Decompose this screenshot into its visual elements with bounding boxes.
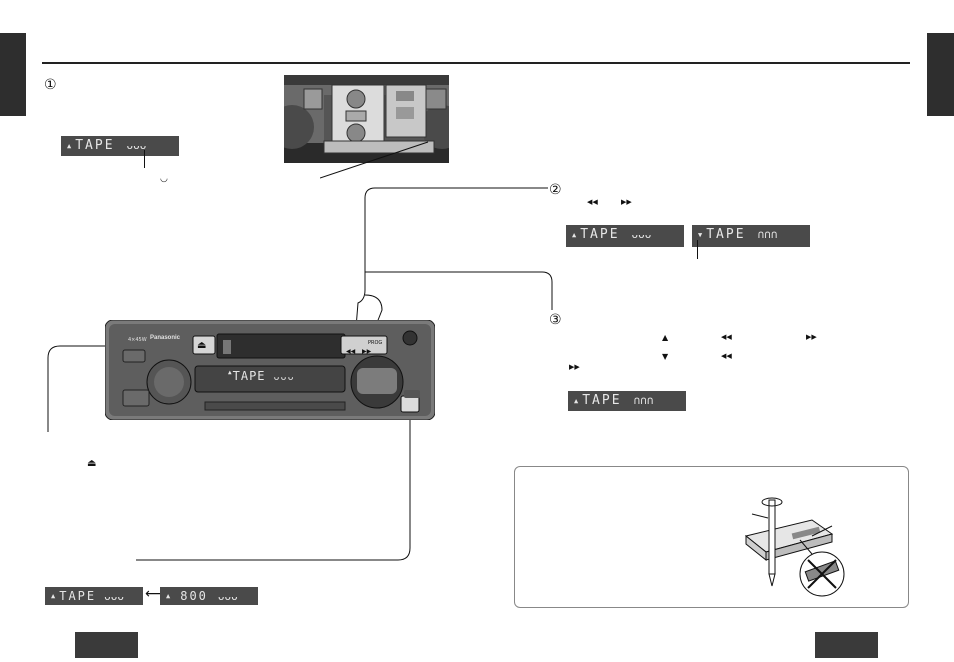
- lcd-word: 800: [180, 589, 208, 603]
- forward-direction-icon: ᴗᴗᴗ: [217, 590, 238, 603]
- lcd-word: TAPE: [580, 227, 620, 242]
- lcd-step2-forward: ▲TAPE ᴗᴗᴗ: [566, 225, 684, 247]
- lcd-word: TAPE: [582, 393, 622, 408]
- lcd-word: TAPE: [75, 138, 115, 153]
- lcd-word: TAPE: [59, 589, 97, 603]
- right-side-tab: [927, 33, 954, 116]
- fast-forward-icon: ▶▶: [569, 363, 580, 371]
- car-stereo-unit: [104, 319, 436, 421]
- reverse-direction-icon: ∩∩∩: [757, 228, 778, 241]
- page-number-box-right: [815, 632, 878, 658]
- power-rating-label: 4×45W: [128, 337, 147, 343]
- note-box: [514, 466, 909, 608]
- fast-forward-icon: ▶▶: [621, 198, 632, 206]
- rewind-icon: ◀◀: [587, 198, 598, 206]
- eject-icon: ⏏: [87, 458, 97, 469]
- left-side-tab: [0, 33, 26, 116]
- blinking-indicator-icon: ▲: [574, 397, 581, 405]
- up-arrow-icon: ▲: [662, 333, 669, 342]
- fast-forward-button[interactable]: ▶▶: [362, 348, 372, 355]
- lcd-bottom-tape: ▲TAPE ᴗᴗᴗ: [45, 587, 143, 605]
- pencil-cassette-illustration: [740, 490, 852, 602]
- forward-direction-icon: ᴗᴗᴗ: [126, 139, 147, 152]
- down-arrow-icon: ▼: [662, 352, 669, 361]
- up-indicator-icon: ▲: [51, 592, 58, 600]
- eject-button[interactable]: ⏏: [197, 340, 207, 351]
- down-indicator-icon: ▼: [698, 231, 705, 239]
- forward-direction-icon: ᴗᴗᴗ: [104, 590, 124, 603]
- up-indicator-icon: ▲: [67, 142, 74, 150]
- callout-line: [697, 240, 698, 259]
- unit-display: ▲TAPE ᴗᴗᴗ: [228, 369, 295, 383]
- header-rule: [42, 62, 910, 64]
- reverse-direction-icon: ∩∩∩: [633, 394, 654, 407]
- callout-line: [144, 150, 145, 168]
- lcd-word: TAPE: [706, 227, 746, 242]
- small-mark-icon: ◡: [160, 174, 168, 184]
- rewind-icon: ◀◀: [721, 352, 732, 360]
- up-indicator-icon: ▲: [166, 592, 173, 600]
- forward-direction-icon: ᴗᴗᴗ: [631, 228, 652, 241]
- rewind-icon: ◀◀: [721, 333, 732, 341]
- brand-logo: Panasonic: [150, 335, 181, 341]
- step-1-number: ①: [44, 77, 57, 93]
- rewind-button[interactable]: ◀◀: [346, 348, 356, 355]
- page-number-box-left: [75, 632, 138, 658]
- fast-forward-icon: ▶▶: [806, 333, 817, 341]
- lcd-bottom-number: ▲ 800 ᴗᴗᴗ: [160, 587, 258, 605]
- lcd-step3: ▲TAPE ∩∩∩: [568, 391, 686, 411]
- lcd-step2-reverse: ▼TAPE ∩∩∩: [692, 225, 810, 247]
- forward-direction-icon: ᴗᴗᴗ: [273, 372, 295, 383]
- lcd-tape-forward: ▲TAPE ᴗᴗᴗ: [61, 136, 179, 156]
- step-2-number: ②: [549, 182, 562, 198]
- prog-button-label: PROG: [368, 340, 383, 346]
- up-indicator-icon: ▲: [228, 369, 233, 376]
- photo-callout-line: [319, 140, 430, 180]
- cassette-insertion-photo: [270, 75, 464, 163]
- up-indicator-icon: ▲: [572, 231, 579, 239]
- step-3-number: ③: [549, 312, 562, 328]
- unit-display-word: TAPE: [232, 369, 266, 383]
